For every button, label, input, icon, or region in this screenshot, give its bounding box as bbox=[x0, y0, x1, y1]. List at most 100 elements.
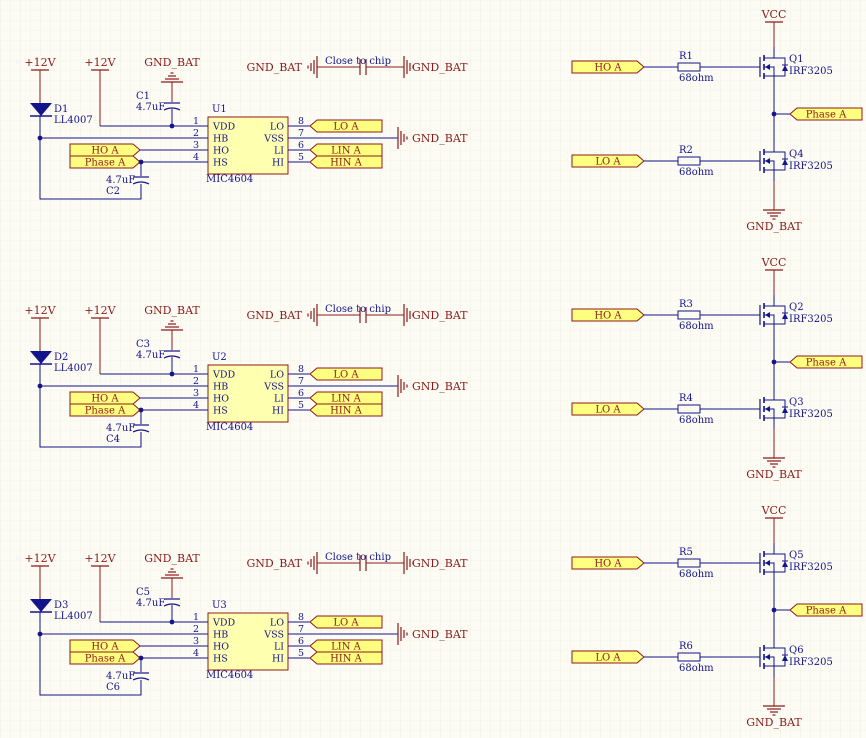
diode-triangle bbox=[30, 103, 52, 116]
net-port-shape bbox=[571, 154, 645, 168]
pin-number: 1 bbox=[193, 612, 199, 623]
ground-icon bbox=[403, 304, 414, 326]
mosfet-part: IRF3205 bbox=[789, 657, 833, 668]
ground-icon bbox=[397, 623, 408, 645]
net-port: LO A bbox=[309, 119, 383, 133]
mosfet-diode-wire bbox=[774, 399, 786, 419]
ic-pin-hi: HI bbox=[272, 406, 284, 417]
net-port: HO A bbox=[571, 556, 645, 570]
mosfet-icon bbox=[759, 543, 788, 583]
junction-dot bbox=[138, 655, 144, 661]
net-port: HO A bbox=[571, 308, 645, 322]
net-port: HIN A bbox=[309, 403, 383, 417]
junction-dot bbox=[169, 371, 175, 377]
mosfet-part: IRF3205 bbox=[789, 562, 833, 573]
ic-ref: U1 bbox=[212, 104, 227, 115]
net-port-label: Phase A bbox=[806, 110, 847, 121]
net-port-label: LIN A bbox=[331, 394, 362, 405]
mosfet-icon bbox=[759, 389, 788, 429]
diode-triangle bbox=[30, 599, 52, 612]
vcc-label: VCC bbox=[761, 8, 787, 21]
net-port: Phase A bbox=[69, 403, 141, 417]
net-port-shape bbox=[571, 556, 645, 570]
net-port: Phase A bbox=[69, 155, 141, 169]
net-port: LIN A bbox=[309, 391, 383, 405]
net-port-shape bbox=[309, 391, 383, 405]
ic-part: MIC4604 bbox=[206, 422, 253, 433]
ic-pin-li: LI bbox=[274, 642, 284, 653]
diode-part: LL4007 bbox=[54, 611, 93, 622]
junction-dot bbox=[37, 631, 43, 637]
gnd-label: GND_BAT bbox=[144, 552, 200, 565]
gnd-label: GND_BAT bbox=[247, 61, 303, 74]
net-port-label: HO A bbox=[594, 559, 622, 570]
net-port-shape bbox=[571, 60, 645, 74]
ic-pin-lo: LO bbox=[270, 370, 284, 381]
ground-icon bbox=[403, 552, 414, 574]
net-port-shape bbox=[309, 155, 383, 169]
net-port-label: LO A bbox=[595, 405, 621, 416]
power-label-12v: +12V bbox=[84, 304, 116, 317]
net-port-label: Phase A bbox=[85, 158, 126, 169]
capacitor-plate bbox=[163, 355, 181, 359]
net-port-shape bbox=[309, 639, 383, 653]
ground-icon bbox=[763, 705, 785, 716]
net-port-label: HO A bbox=[91, 394, 119, 405]
net-port-shape bbox=[69, 403, 141, 417]
junction-dot bbox=[138, 407, 144, 413]
net-port-shape bbox=[309, 143, 383, 157]
net-port-label: HIN A bbox=[330, 654, 363, 665]
net-port-label: HIN A bbox=[330, 158, 363, 169]
net-port-label: Phase A bbox=[85, 406, 126, 417]
ic-part: MIC4604 bbox=[206, 174, 253, 185]
capacitor-plate bbox=[163, 107, 181, 111]
mosfet-diode-wire bbox=[774, 553, 786, 573]
net-port: HO A bbox=[69, 143, 141, 157]
gnd-label: GND_BAT bbox=[144, 304, 200, 317]
net-port: HO A bbox=[69, 391, 141, 405]
pin-number: 7 bbox=[298, 128, 304, 139]
net-port-shape bbox=[571, 650, 645, 664]
net-port: HO A bbox=[69, 639, 141, 653]
capacitor-ref: C3 bbox=[136, 339, 150, 350]
power-label-12v: +12V bbox=[84, 56, 116, 69]
gnd-label: GND_BAT bbox=[412, 132, 468, 145]
net-port-shape bbox=[789, 355, 863, 369]
net-port: LO A bbox=[571, 650, 645, 664]
power-label-12v: +12V bbox=[24, 552, 56, 565]
resistor-value: 68ohm bbox=[679, 569, 714, 580]
pin-number: 1 bbox=[193, 364, 199, 375]
ic-body bbox=[207, 612, 289, 671]
power-label-12v: +12V bbox=[84, 552, 116, 565]
ic-pin-ho: HO bbox=[213, 394, 229, 405]
ic-pin-ho: HO bbox=[213, 146, 229, 157]
net-port: LO A bbox=[571, 402, 645, 416]
net-port: Phase A bbox=[789, 603, 863, 617]
net-port-label: LO A bbox=[595, 157, 621, 168]
ic-pin-hi: HI bbox=[272, 158, 284, 169]
net-port-shape bbox=[69, 391, 141, 405]
ground-icon bbox=[763, 209, 785, 220]
resistor-ref: R5 bbox=[679, 547, 693, 558]
mosfet-ref: Q3 bbox=[789, 397, 804, 408]
pin-number: 3 bbox=[193, 140, 199, 151]
ic-pin-vss: VSS bbox=[263, 134, 284, 145]
capacitor-note: Close to chip bbox=[325, 304, 391, 315]
gnd-label: GND_BAT bbox=[412, 628, 468, 641]
net-port: HIN A bbox=[309, 155, 383, 169]
mosfet-arrow bbox=[765, 64, 770, 70]
mosfet-icon bbox=[759, 141, 788, 181]
gnd-label: GND_BAT bbox=[144, 56, 200, 69]
resistor-ref: R3 bbox=[679, 299, 693, 310]
power-label-12v: +12V bbox=[24, 304, 56, 317]
resistor-value: 68ohm bbox=[679, 663, 714, 674]
diode-ref: D1 bbox=[54, 104, 68, 115]
ic-pin-li: LI bbox=[274, 394, 284, 405]
pin-number: 6 bbox=[298, 140, 304, 151]
vcc-label: VCC bbox=[761, 504, 787, 517]
resistor-value: 68ohm bbox=[679, 167, 714, 178]
ic-pin-hb: HB bbox=[213, 382, 228, 393]
diode-ref: D2 bbox=[54, 352, 68, 363]
